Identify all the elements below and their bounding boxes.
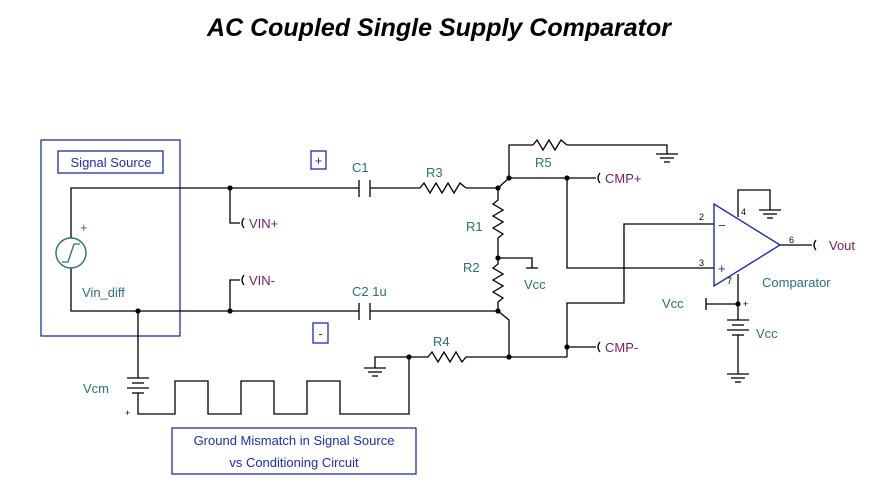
junction-dot: [506, 354, 512, 360]
junction-dot: [406, 354, 412, 360]
junction-dot: [227, 185, 233, 191]
wire-r2-vcc: [498, 257, 533, 268]
comparator-opamp-symbol: [713, 202, 782, 288]
pin-3-label: 3: [699, 258, 704, 268]
wire-cmp-plus-to-opamp: [566, 178, 714, 269]
vcc-battery-label: Vcc: [756, 326, 778, 341]
plus-sign-box: [310, 150, 327, 170]
vcc-plus-sign: +: [743, 299, 748, 309]
signal-source-label-box: [57, 150, 164, 174]
signal-source-label: Signal Source: [71, 155, 152, 170]
wire-vin-plus-flag: [229, 188, 240, 224]
cmp-plus-flag-icon: [597, 172, 601, 184]
plus-sign: +: [315, 153, 323, 168]
pin-7-label: 7: [727, 276, 732, 286]
r3-label: R3: [426, 165, 443, 180]
junction-dot: [495, 255, 501, 261]
junction-dot: [227, 308, 233, 314]
r4-resistor: [409, 350, 509, 364]
r2-label: R2: [463, 260, 480, 275]
vin-plus-flag-icon: [241, 217, 245, 229]
junction-dot: [564, 175, 570, 181]
wire-cmp-minus-to-opamp: [566, 223, 714, 357]
wire-source-bottom: [70, 268, 359, 312]
pin-4-label: 4: [741, 207, 746, 217]
junction-dot: [495, 185, 501, 191]
wire-vin-minus-flag: [229, 279, 240, 311]
vcc-pin-label: Vcc: [662, 296, 684, 311]
r3-resistor: [419, 181, 467, 195]
net-cmp-plus: CMP+: [605, 171, 641, 186]
junction-dot: [564, 344, 570, 350]
junction-dot: [135, 308, 141, 314]
c1-label: C1: [352, 160, 369, 175]
wire-r5-left: [508, 144, 533, 178]
junction-dot: [495, 308, 501, 314]
c2-label: C2 1u: [352, 284, 387, 299]
ground-mismatch-note-line1: Ground Mismatch in Signal Source: [194, 433, 395, 448]
cmp-minus-flag-icon: [597, 341, 601, 353]
ground-mismatch-square-wave: [137, 357, 410, 415]
diagram-title: AC Coupled Single Supply Comparator: [207, 14, 671, 42]
pin-2-label: 2: [699, 212, 704, 222]
net-vout: Vout: [829, 238, 855, 253]
wire-node-cmp-minus: [497, 310, 567, 358]
vin-diff-label: Vin_diff: [82, 285, 125, 300]
ground-mismatch-note-box: [171, 427, 417, 475]
ac-source-symbol: [55, 237, 87, 269]
vout-flag-icon: [813, 239, 817, 251]
wire-source-top: [70, 187, 359, 238]
net-vin-plus: VIN+: [249, 216, 278, 231]
ground-mismatch-note-line2: vs Conditioning Circuit: [229, 455, 359, 470]
vcc-r2-label: Vcc: [524, 277, 546, 292]
minus-sign-box: [312, 322, 329, 344]
net-cmp-minus: CMP-: [605, 340, 638, 355]
pin-6-label: 6: [789, 235, 794, 245]
r5-label: R5: [535, 155, 552, 170]
r1-resistor: [491, 188, 505, 258]
vcm-label: Vcm: [83, 381, 109, 396]
vin-minus-flag-icon: [241, 274, 245, 286]
wire-r4-ground: [374, 356, 409, 368]
r2-resistor: [491, 258, 505, 311]
wire-cmp-plus: [497, 177, 596, 189]
wire-opamp-ground: [737, 189, 771, 217]
r1-label: R1: [466, 219, 483, 234]
opamp-minus-sign: −: [718, 218, 726, 233]
r4-label: R4: [433, 334, 450, 349]
comparator-label: Comparator: [762, 275, 831, 290]
r5-resistor: [532, 138, 568, 152]
net-vin-minus: VIN-: [249, 273, 275, 288]
wire-r5-ground: [567, 144, 668, 154]
opamp-plus-sign: +: [718, 261, 726, 276]
signal-source-box: [40, 139, 181, 337]
source-plus-sign: +: [80, 220, 88, 235]
junction-dot: [506, 175, 512, 181]
ac-source-step-icon: [62, 243, 80, 263]
minus-sign: -: [318, 326, 322, 341]
vcm-plus-sign: +: [125, 408, 130, 418]
